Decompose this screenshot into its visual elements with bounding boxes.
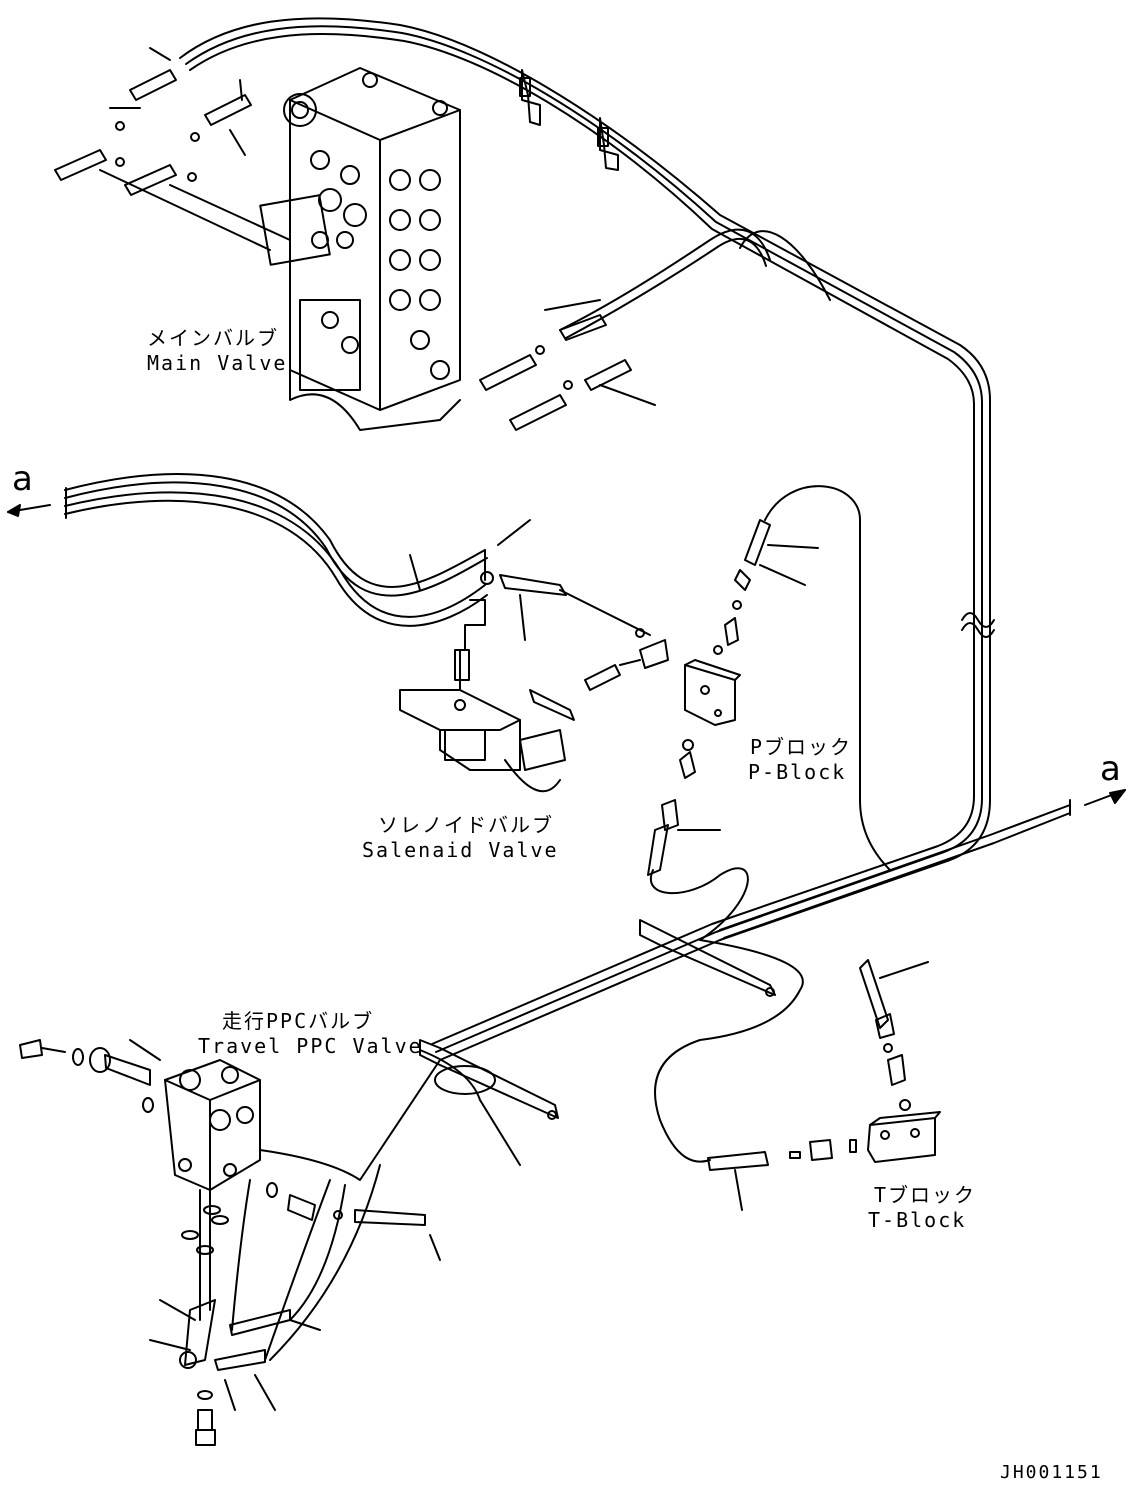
t-block-label-en: T-Block xyxy=(868,1208,967,1232)
main-valve-label-jp: メインバルブ xyxy=(147,326,279,350)
clamp-top-2 xyxy=(597,117,619,171)
t-block-label-jp: Tブロック xyxy=(874,1183,977,1207)
arrow-label-left: a xyxy=(12,459,33,499)
solenoid-valve-label-jp: ソレノイドバルブ xyxy=(378,813,554,837)
main-valve-drawing xyxy=(259,67,461,431)
clamp-top-1 xyxy=(519,69,541,126)
p-block-drawing xyxy=(647,485,891,941)
p-block-label-en: P-Block xyxy=(748,760,847,784)
clamp-lower xyxy=(419,1039,559,1120)
arrow-label-right: a xyxy=(1100,749,1121,789)
clamp-mid xyxy=(639,919,804,1163)
main-valve-label-en: Main Valve xyxy=(147,351,288,375)
travel-ppc-drawing xyxy=(19,1039,441,1446)
hose-right-a xyxy=(719,789,1126,939)
drawing-code: JH001151 xyxy=(1000,1462,1103,1483)
solenoid-valve-drawing xyxy=(399,519,669,793)
solenoid-valve-label-en: Salenaid Valve xyxy=(362,838,559,862)
main-valve-fittings-left xyxy=(54,47,291,251)
hose-t-loop xyxy=(559,228,831,339)
hose-left-a xyxy=(7,473,488,627)
main-valve-fittings-right xyxy=(479,299,656,431)
hose-bundle-top xyxy=(179,17,995,1061)
t-block-drawing xyxy=(707,959,941,1211)
travel-ppc-label-en: Travel PPC Valve xyxy=(198,1034,423,1058)
p-block-label-jp: Pブロック xyxy=(750,735,853,759)
travel-ppc-label-jp: 走行PPCバルブ xyxy=(222,1009,375,1033)
